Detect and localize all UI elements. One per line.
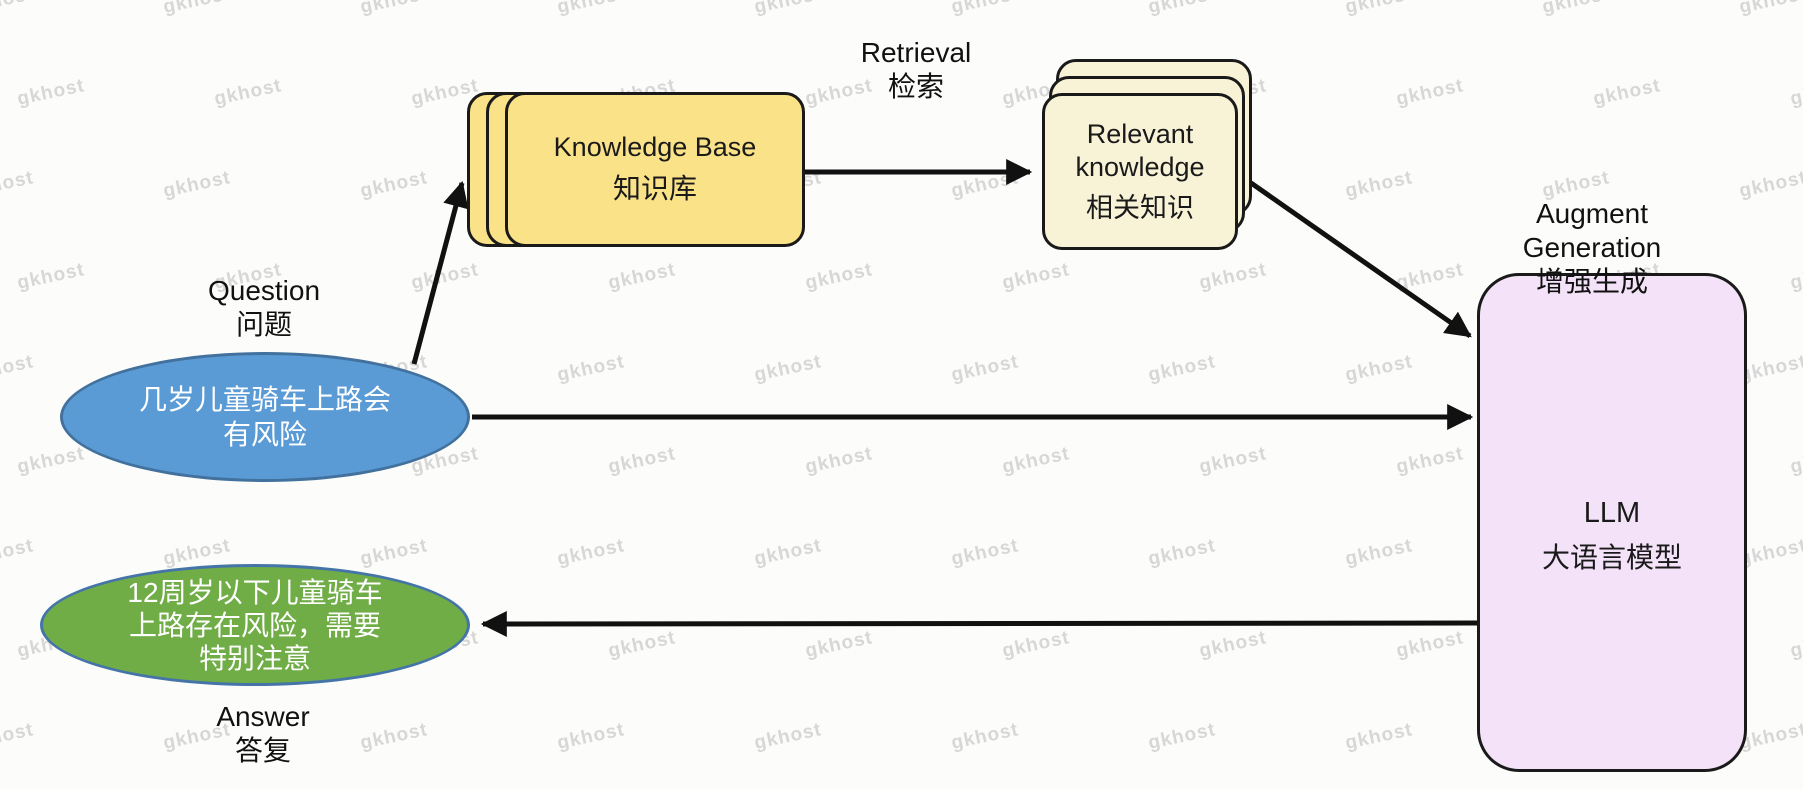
answer-ellipse[interactable]: 12周岁以下儿童骑车 上路存在风险，需要 特别注意 [40, 564, 470, 686]
knowledge-base-node[interactable]: Knowledge Base 知识库 [505, 92, 805, 247]
question-flow-label: Question 问题 [208, 274, 320, 342]
question-text-line2: 有风险 [222, 419, 307, 450]
question-flow-label-en: Question [207, 275, 321, 306]
arrow-llm-to-answer [480, 610, 1478, 637]
answer-flow-label: Answer 答复 [216, 700, 309, 768]
question-ellipse[interactable]: 几岁儿童骑车上路会 有风险 [60, 352, 470, 482]
arrow-relevant-knowledge-to-llm [1239, 173, 1472, 339]
retrieval-flow-label-en: Retrieval [860, 37, 972, 68]
answer-flow-label-zh: 答复 [234, 735, 291, 766]
augment-generation-flow-label: Augment Generation 增强生成 [1487, 197, 1698, 299]
knowledge-base-label-zh: 知识库 [612, 173, 697, 204]
llm-label-en: LLM [1583, 497, 1641, 529]
answer-flow-label-en: Answer [216, 701, 310, 732]
answer-text-line1: 12周岁以下儿童骑车 [127, 576, 383, 608]
llm-node[interactable]: LLM 大语言模型 [1477, 273, 1747, 772]
relevant-knowledge-label-zh: 相关知识 [1086, 193, 1194, 223]
llm-label-zh: 大语言模型 [1541, 542, 1682, 573]
augment-generation-flow-label-zh: 增强生成 [1535, 266, 1648, 297]
retrieval-flow-label: Retrieval 检索 [861, 36, 971, 104]
answer-text-line3: 特别注意 [198, 642, 311, 674]
question-flow-label-zh: 问题 [235, 309, 293, 340]
question-text-line1: 几岁儿童骑车上路会 [138, 384, 391, 415]
arrow-question-to-knowledge-base [411, 180, 469, 365]
answer-text-line2: 上路存在风险，需要 [128, 609, 381, 641]
relevant-knowledge-label-en: Relevant knowledge [1075, 119, 1205, 182]
relevant-knowledge-node[interactable]: Relevant knowledge 相关知识 [1042, 93, 1238, 250]
retrieval-flow-label-zh: 检索 [887, 71, 945, 102]
knowledge-base-label-en: Knowledge Base [553, 132, 757, 162]
augment-generation-flow-label-en: Augment Generation [1522, 198, 1662, 263]
